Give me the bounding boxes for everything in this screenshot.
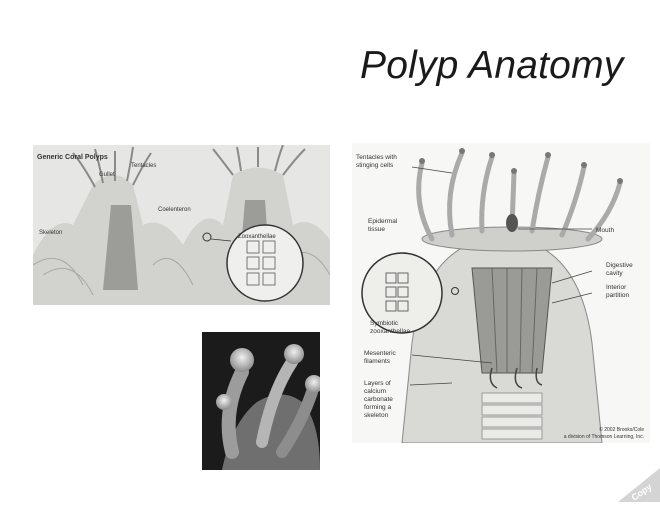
label-symbiotic-line2: zooxanthellae (370, 328, 410, 335)
generic-coral-polyps-diagram: Generic Coral Polyps Gullet Tentacles Co… (33, 145, 330, 305)
label-layers-line3: carbonate (364, 396, 393, 403)
copyright-line1: © 2002 Brooks/Cole (599, 426, 644, 433)
label-mouth: Mouth (596, 227, 614, 234)
polyp-photo (202, 332, 320, 470)
label-symbiotic-line1: Symbiotic (370, 320, 399, 327)
label-layers-line1: Layers of (364, 380, 391, 387)
left-diagram-heading: Generic Coral Polyps (37, 154, 108, 161)
label-interior-line2: partition (606, 292, 630, 299)
label-zooxanthellae: Zooxanthellae (238, 234, 276, 240)
label-skeleton: Skeleton (39, 230, 62, 236)
label-interior-line1: Interior (606, 284, 627, 291)
corner-watermark: Copy (600, 462, 660, 502)
label-digestive-line2: cavity (606, 270, 623, 277)
slide-title: Polyp Anatomy (360, 44, 623, 88)
label-mesenteric-line1: Mesenteric (364, 350, 397, 357)
label-epidermal-line2: tissue (368, 226, 385, 233)
label-tentacles-line2: stinging cells (356, 162, 394, 169)
label-layers-line2: calcium (364, 388, 386, 395)
label-tentacles-line1: Tentacles with (356, 154, 397, 161)
polyp-cross-section-diagram: Tentacles with stinging cells Epidermal … (352, 143, 650, 443)
label-digestive-line1: Digestive (606, 262, 633, 269)
label-gullet: Gullet (99, 172, 115, 178)
label-layers-line4: forming a (364, 404, 391, 411)
copyright-line2: a division of Thomson Learning, Inc. (564, 434, 644, 440)
label-layers-line5: skeleton (364, 412, 389, 419)
label-coelenteron: Coelenteron (158, 207, 191, 213)
label-mesenteric-line2: filaments (364, 358, 391, 365)
label-tentacles: Tentacles (131, 163, 156, 169)
label-epidermal-line1: Epidermal (368, 218, 398, 225)
